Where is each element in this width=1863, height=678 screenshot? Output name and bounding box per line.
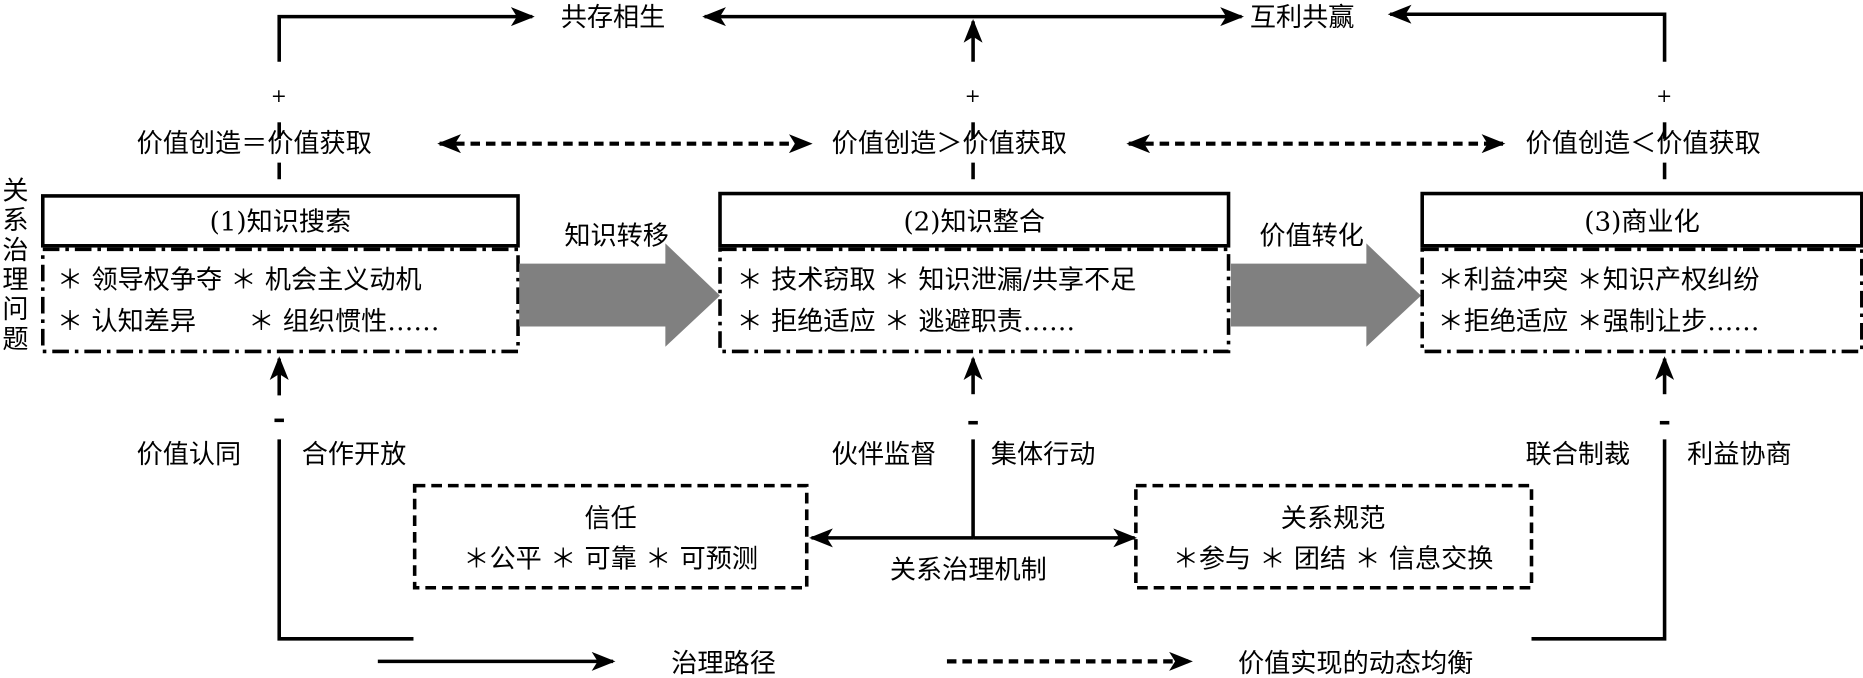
- mechanism-joint-sanctions: 联合制裁: [1526, 440, 1631, 470]
- stage-title-box: [40, 194, 520, 248]
- path-trust-to-search: [277, 439, 414, 641]
- path-norms-to-commercialization: [1531, 439, 1667, 641]
- mechanism-cooperative-openness: 合作开放: [302, 440, 407, 470]
- trust-box-title: 信任: [585, 504, 637, 534]
- side-label-relational-governance-issues: 关 系 治 理 问 题: [2, 176, 28, 354]
- stage-knowledge-search: (1)知识搜索 ＊ 领导权争夺 ＊ 机会主义动机 ＊ 认知差异 ＊ 组织惯性……: [40, 194, 520, 354]
- stage-title: (3)商业化: [1584, 207, 1699, 237]
- stage-knowledge-integration: (2)知识整合 ＊ 技术窃取 ＊ 知识泄漏/共享不足 ＊ 拒绝适应 ＊ 逃避职责…: [718, 191, 1231, 354]
- side-label-char: 理: [2, 266, 28, 296]
- stage-issue-line: ＊ 技术窃取 ＊ 知识泄漏/共享不足: [737, 266, 1137, 296]
- mechanism-interest-negotiation: 利益协商: [1687, 440, 1792, 470]
- side-label-char: 治: [2, 236, 28, 266]
- stage-issue-line: ＊利益冲突 ＊知识产权纠纷: [1438, 266, 1760, 296]
- path-to-coexistence: [277, 7, 535, 62]
- stage-issue-line: ＊ 认知差异 ＊ 组织惯性……: [57, 307, 439, 337]
- stage-issue-line: ＊ 领导权争夺 ＊ 机会主义动机: [57, 266, 422, 296]
- plus-sign: +: [965, 85, 981, 107]
- plus-sign: +: [1656, 85, 1672, 107]
- norms-box-items: ＊参与 ＊ 团结 ＊ 信息交换: [1173, 545, 1494, 575]
- transition-knowledge-transfer: 知识转移: [564, 222, 669, 252]
- mechanism-collective-action: 集体行动: [991, 440, 1096, 470]
- stage-issues-box: [1420, 247, 1863, 354]
- outcome-coexistence: 共存相生: [561, 3, 666, 33]
- stage-issue-line: ＊拒绝适应 ＊强制让步……: [1438, 307, 1760, 337]
- path-to-mutual-benefit: [1387, 4, 1667, 62]
- stage-issues-box: [40, 247, 520, 354]
- stage-issue-line: ＊ 拒绝适应 ＊ 逃避职责……: [737, 307, 1076, 337]
- stage-commercialization: (3)商业化 ＊利益冲突 ＊知识产权纠纷 ＊拒绝适应 ＊强制让步……: [1420, 191, 1863, 354]
- side-label-char: 问: [2, 295, 28, 325]
- relational-governance-mechanism-label: 关系治理机制: [890, 555, 1047, 585]
- mechanism-partner-supervision: 伙伴监督: [832, 440, 937, 470]
- transition-value-conversion: 价值转化: [1259, 222, 1364, 252]
- side-label-char: 系: [2, 206, 28, 236]
- transition-arrow: [1230, 243, 1422, 347]
- plus-sign: +: [271, 85, 287, 107]
- transition-arrow: [519, 243, 721, 347]
- legend-governance-path: 治理路径: [671, 649, 776, 678]
- stage-title-box: [1420, 191, 1863, 248]
- stage-title: (1)知识搜索: [210, 207, 352, 237]
- trust-box-items: ＊公平 ＊ 可靠 ＊ 可预测: [463, 545, 758, 575]
- legend: 治理路径 价值实现的动态均衡: [377, 649, 1473, 678]
- side-label-char: 关: [2, 176, 28, 206]
- relational-norms-box: 关系规范 ＊参与 ＊ 团结 ＊ 信息交换: [1134, 483, 1534, 590]
- legend-dynamic-balance: 价值实现的动态均衡: [1238, 649, 1473, 678]
- balance-greater: 价值创造＞价值获取: [832, 129, 1067, 159]
- stage-title-box: [718, 191, 1231, 248]
- mechanism-value-identification: 价值认同: [137, 440, 242, 470]
- stage-title: (2)知识整合: [903, 207, 1045, 237]
- side-label-char: 题: [2, 325, 28, 355]
- trust-box: 信任 ＊公平 ＊ 可靠 ＊ 可预测: [412, 483, 809, 590]
- balance-less: 价值创造＜价值获取: [1526, 129, 1761, 159]
- norms-box-title: 关系规范: [1281, 504, 1386, 534]
- balance-equal: 价值创造＝价值获取: [137, 129, 372, 159]
- trust-box-border: [412, 483, 809, 590]
- stage-issues-box: [718, 247, 1231, 354]
- outcome-mutual-benefit: 互利共赢: [1250, 3, 1355, 33]
